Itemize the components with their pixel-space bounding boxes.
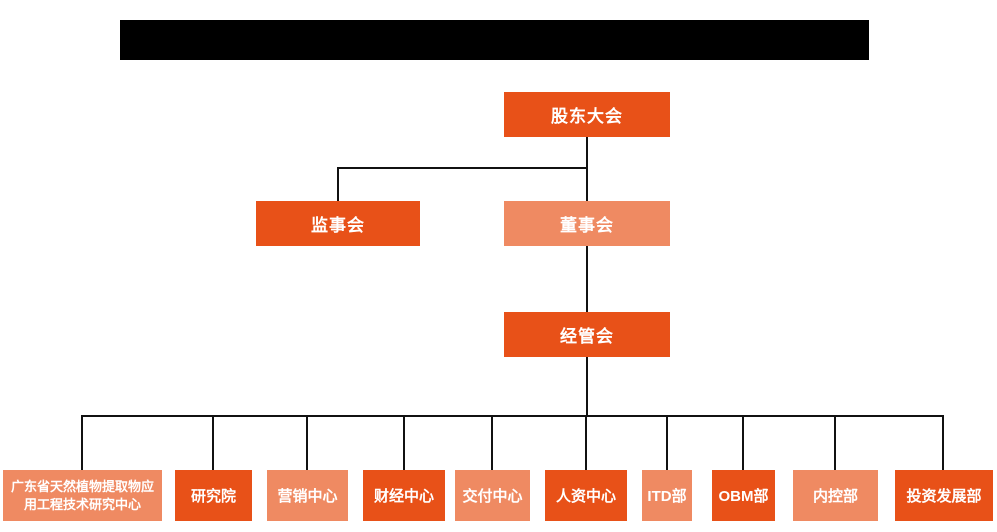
org-node-label: 财经中心	[373, 488, 434, 505]
org-node-label: OBM部	[718, 488, 769, 505]
org-node-shareholders-meeting: 股东大会	[504, 92, 670, 137]
org-node-investment-development-department: 投资发展部	[895, 470, 993, 521]
org-node-research-institute: 研究院	[175, 470, 252, 521]
connector-drop-2	[212, 415, 214, 470]
org-node-label: 交付中心	[462, 488, 523, 505]
connector-drop-8	[742, 415, 744, 470]
org-node-label: 营销中心	[277, 488, 338, 505]
connector-drop-4	[403, 415, 405, 470]
connector-branch-horizontal	[337, 167, 588, 169]
org-node-label: 人资中心	[555, 488, 616, 505]
org-node-label: 投资发展部	[906, 488, 982, 505]
org-node-delivery-center: 交付中心	[455, 470, 530, 521]
org-node-label: 监事会	[311, 216, 365, 235]
org-node-label: 经管会	[560, 327, 614, 346]
connector-shareholders-to-board	[586, 137, 588, 201]
org-node-label: 研究院	[190, 488, 236, 505]
org-node-label: 董事会	[560, 216, 614, 235]
org-node-management-committee: 经管会	[504, 312, 670, 357]
org-node-hr-center: 人资中心	[545, 470, 627, 521]
org-node-internal-control-department: 内控部	[793, 470, 878, 521]
redacted-title-bar	[120, 20, 869, 60]
connector-drop-9	[834, 415, 836, 470]
connector-board-to-management	[586, 246, 588, 312]
connector-drop-6	[585, 415, 587, 470]
org-node-marketing-center: 营销中心	[267, 470, 348, 521]
connector-drop-10	[942, 415, 944, 470]
org-node-board-of-directors: 董事会	[504, 201, 670, 246]
org-node-label: ITD部	[647, 488, 687, 505]
connector-drop-5	[491, 415, 493, 470]
org-node-label: 股东大会	[551, 107, 623, 126]
connector-drop-7	[666, 415, 668, 470]
org-node-finance-center: 财经中心	[363, 470, 445, 521]
org-node-research-center-guangdong: 广东省天然植物提取物应用工程技术研究中心	[3, 470, 162, 521]
org-node-supervisory-board: 监事会	[256, 201, 420, 246]
org-node-label: 内控部	[812, 488, 858, 505]
connector-branch-to-supervisory	[337, 167, 339, 201]
connector-bus-horizontal	[82, 415, 944, 417]
org-node-label: 广东省天然植物提取物应用工程技术研究中心	[10, 478, 154, 512]
org-node-obm-department: OBM部	[712, 470, 775, 521]
connector-drop-1	[81, 415, 83, 470]
org-node-itd-department: ITD部	[642, 470, 692, 521]
connector-management-to-bus	[586, 357, 588, 417]
connector-drop-3	[306, 415, 308, 470]
